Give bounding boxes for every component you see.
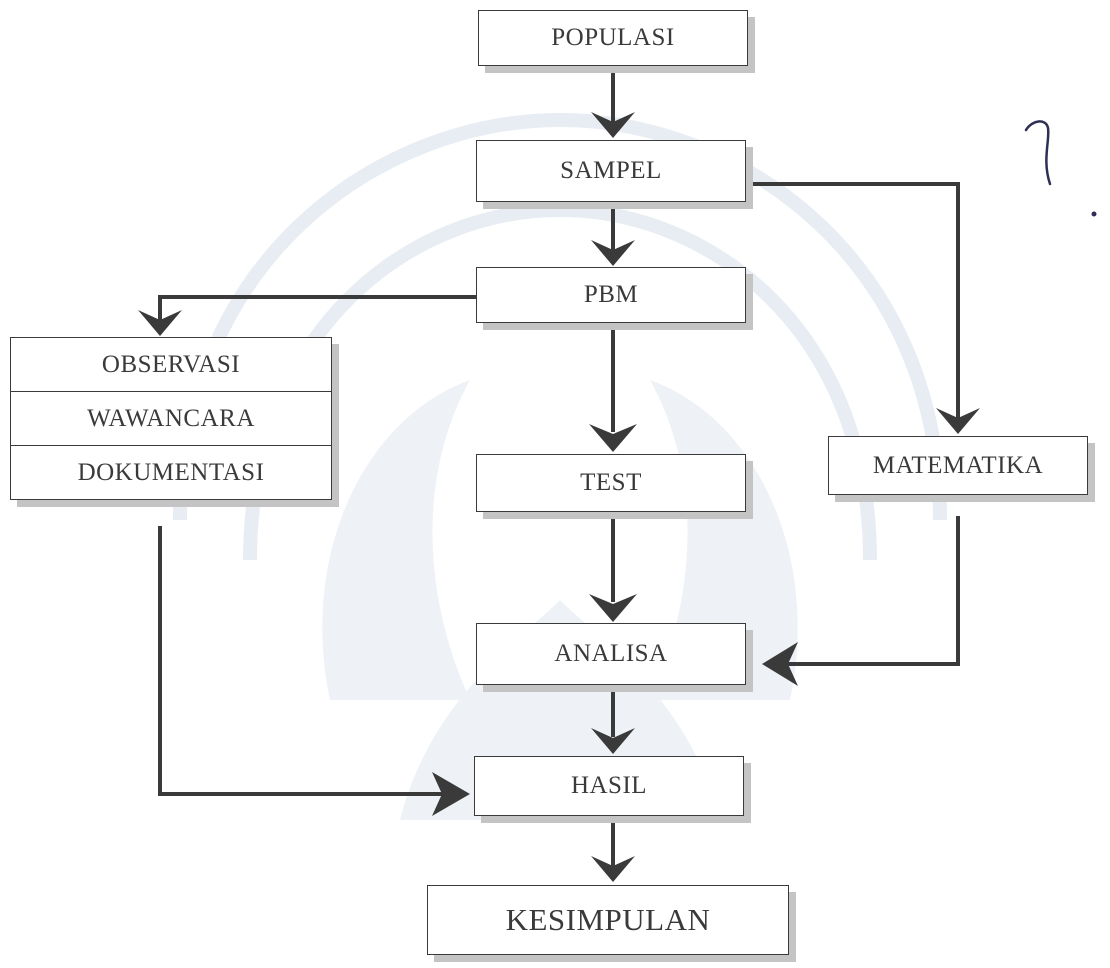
arrowhead-hasil-side <box>432 772 470 816</box>
node-hasil-label: HASIL <box>570 772 648 799</box>
node-test: TEST <box>476 454 746 512</box>
node-sampel: SAMPEL <box>476 140 746 202</box>
edge-pbm-observasi <box>158 295 478 320</box>
node-pbm-label: PBM <box>583 281 639 308</box>
arrowhead-observasi <box>138 310 182 336</box>
node-pbm: PBM <box>476 267 746 323</box>
edge-sampel-matematika <box>744 182 960 418</box>
arrowhead-kesimpulan <box>591 856 635 882</box>
arrowhead-hasil <box>591 728 635 754</box>
stack-row-observasi: OBSERVASI <box>101 350 241 378</box>
edge-dokumentasi-hasil <box>158 526 442 796</box>
data-collection-stack: OBSERVASI WAWANCARA DOKUMENTASI <box>10 337 332 500</box>
node-test-label: TEST <box>580 469 642 496</box>
node-matematika: MATEMATIKA <box>828 436 1088 495</box>
arrowhead-test <box>589 424 637 452</box>
node-kesimpulan-label: KESIMPULAN <box>505 902 711 937</box>
node-analisa-label: ANALISA <box>554 640 668 667</box>
node-hasil: HASIL <box>474 756 744 816</box>
node-sampel-label: SAMPEL <box>560 157 662 184</box>
node-matematika-label: MATEMATIKA <box>872 451 1044 479</box>
edge-matematika-analisa <box>788 516 960 666</box>
arrowhead-analisa <box>589 594 637 622</box>
arrowhead-pbm <box>591 240 635 266</box>
node-kesimpulan: KESIMPULAN <box>427 885 789 955</box>
arrowhead-sampel <box>591 112 635 138</box>
arrowhead-matematika <box>936 408 980 434</box>
node-analisa: ANALISA <box>476 623 746 685</box>
arrowhead-analisa-side <box>762 642 798 686</box>
node-populasi-label: POPULASI <box>551 24 675 51</box>
stack-row-wawancara: WAWANCARA <box>11 391 331 445</box>
stack-row-dokumentasi: DOKUMENTASI <box>11 445 331 499</box>
handwritten-pen-mark <box>1024 120 1097 217</box>
node-populasi: POPULASI <box>478 10 748 66</box>
